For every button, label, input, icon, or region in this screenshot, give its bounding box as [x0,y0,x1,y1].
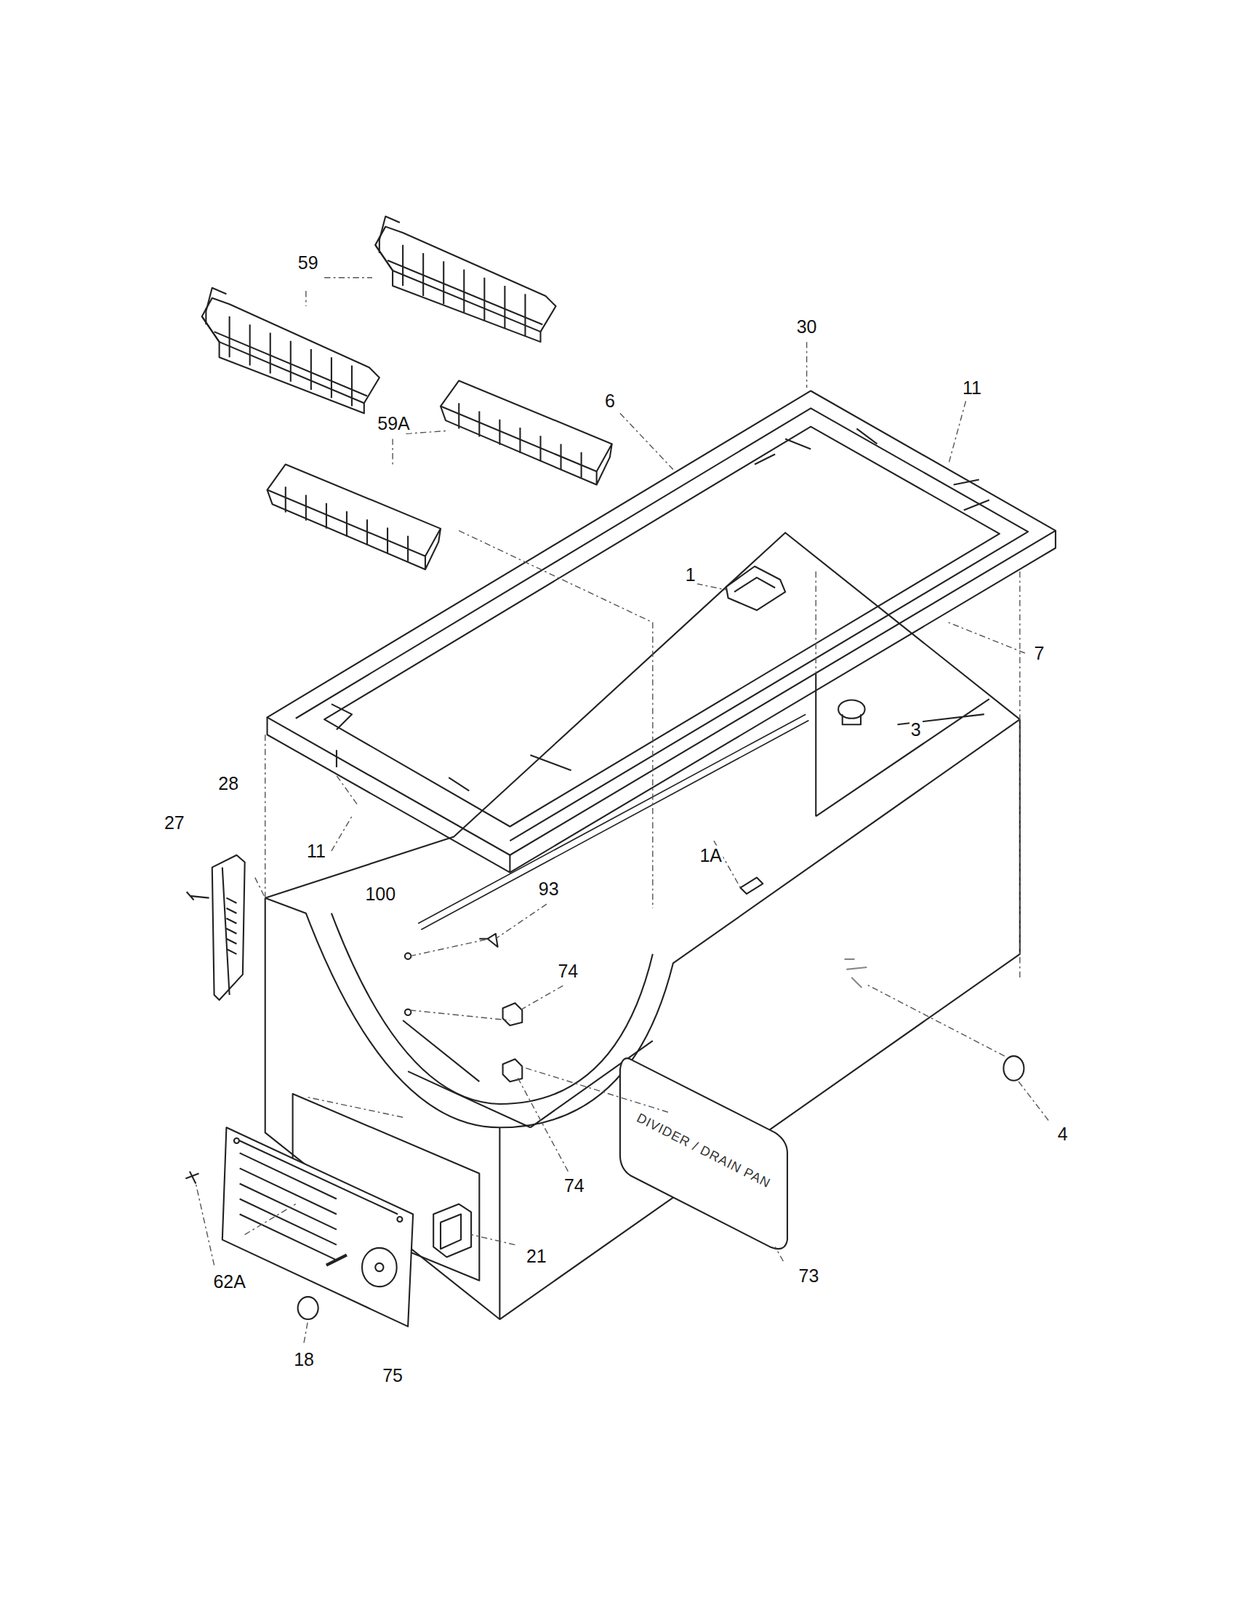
callout-number: 75 [380,1364,405,1385]
basket [202,287,380,414]
switch [433,1203,472,1257]
grille [222,1126,413,1327]
callout-number: 1A [697,844,724,865]
clip [503,1058,523,1082]
callout-number: 27 [162,812,187,832]
callout-number: 4 [1056,1123,1070,1143]
callout-number: 30 [795,316,819,336]
plug [1003,1055,1024,1081]
callout-number: 74 [562,1175,586,1196]
callout-number: 6 [603,391,617,411]
callout-number: 1 [684,564,698,584]
callout-number: 3 [909,719,923,740]
plug [298,1296,319,1319]
basket [267,463,441,569]
callout-number: 59 [296,252,320,272]
switch [440,1214,461,1249]
callout-number: 18 [292,1348,316,1369]
latch [726,566,786,610]
strip [418,713,809,930]
clip [503,1002,523,1026]
callout-number: 93 [537,878,561,898]
callout-number: 74 [556,961,580,981]
callout-number: 11 [305,840,328,861]
latch [734,577,775,592]
basket [440,380,613,485]
callout-number: 11 [961,378,983,398]
callout-number: 21 [524,1245,549,1265]
callout-number: 7 [1033,642,1047,663]
screw [185,1171,199,1184]
basket [375,216,556,343]
callout-number: 62A [211,1270,247,1291]
latch-keeper [740,877,763,894]
screw [326,1254,347,1265]
hinge [186,854,246,1000]
callout-number: 28 [216,773,240,794]
knob [842,713,861,725]
callout-number: 100 [363,883,397,903]
callout-number: 59A [375,413,411,434]
callout-number: 73 [797,1264,821,1285]
drain-pan [620,1057,788,1249]
